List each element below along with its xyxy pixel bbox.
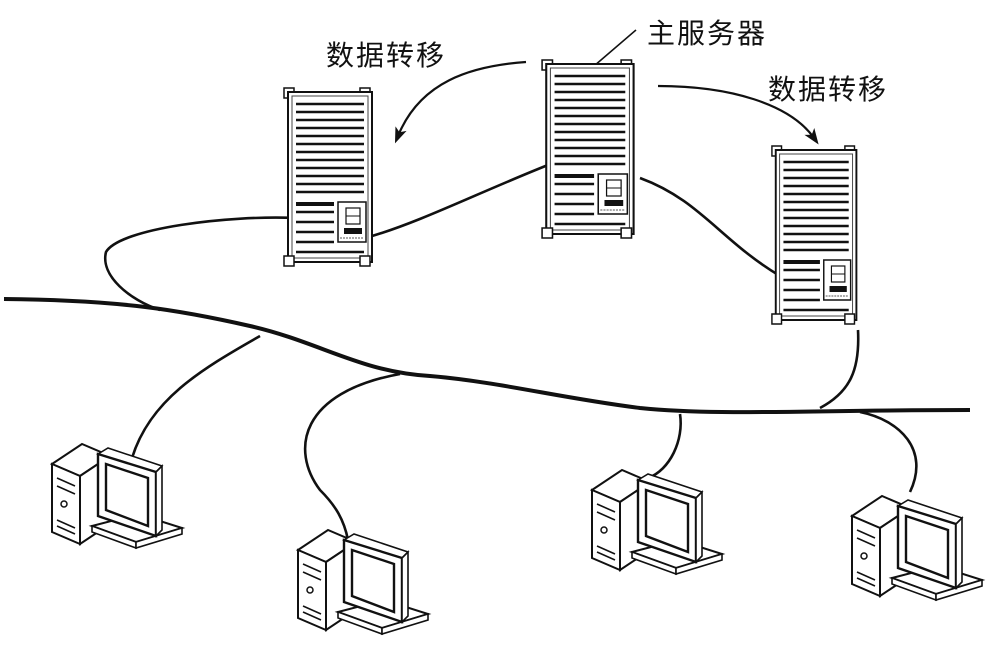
main-server-leader-line [593,29,637,67]
client-computer-1-icon [50,442,184,550]
data-transfer-label-right: 数据转移 [768,73,889,106]
main-server-label: 主服务器 [647,17,768,50]
client-computer-2-icon [296,528,430,636]
client-computer-3-icon [590,468,724,576]
client-computer-4-icon [850,494,984,602]
main-server-icon [542,60,634,238]
data-transfer-arrow-right [657,84,819,145]
data-transfer-arrow-left [394,60,527,144]
data-transfer-label-left: 数据转移 [326,39,447,72]
backup-server-left-icon [282,86,374,268]
network-backbone-line [3,297,971,415]
backup-server-right-icon [769,144,859,326]
connection-lines [103,163,918,541]
